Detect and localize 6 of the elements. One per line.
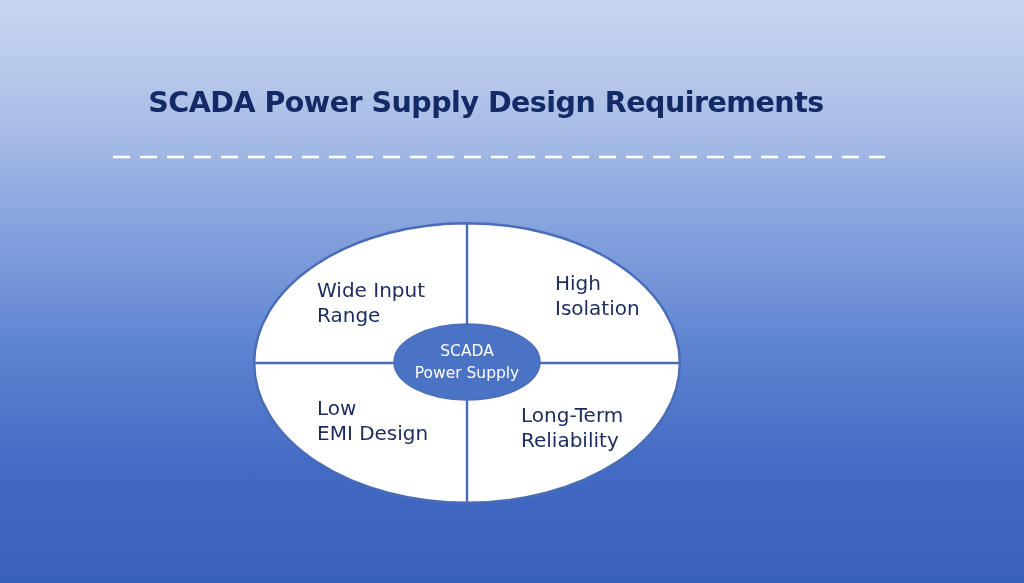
center-label: SCADA Power Supply [414, 341, 520, 384]
requirement-label: Low EMI Design [317, 396, 429, 446]
page-title: SCADA Power Supply Design Requirements [148, 86, 824, 119]
requirement-label: Long-Term Reliability [521, 403, 624, 453]
requirement-label: High Isolation [555, 271, 640, 321]
requirement-label: Wide Input Range [317, 278, 426, 328]
